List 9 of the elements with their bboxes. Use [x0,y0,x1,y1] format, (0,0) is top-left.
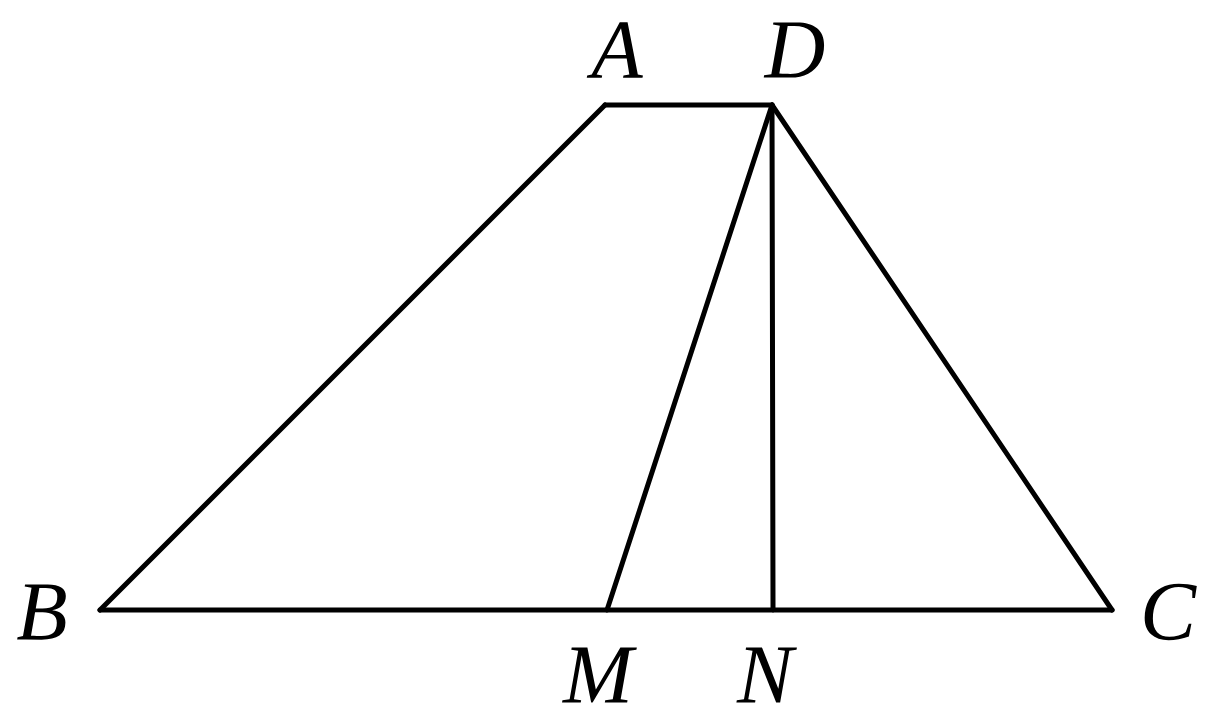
line-segment [97,102,608,613]
vertex-label: C [1144,583,1197,641]
line-segment [97,607,1115,613]
line-segment [769,102,1115,613]
vertex-label: B [17,584,66,640]
vertex-label: M [562,647,637,703]
vertex-label: A [586,22,643,78]
vertex-label: D [763,22,825,78]
vertex-label: N [736,647,797,703]
